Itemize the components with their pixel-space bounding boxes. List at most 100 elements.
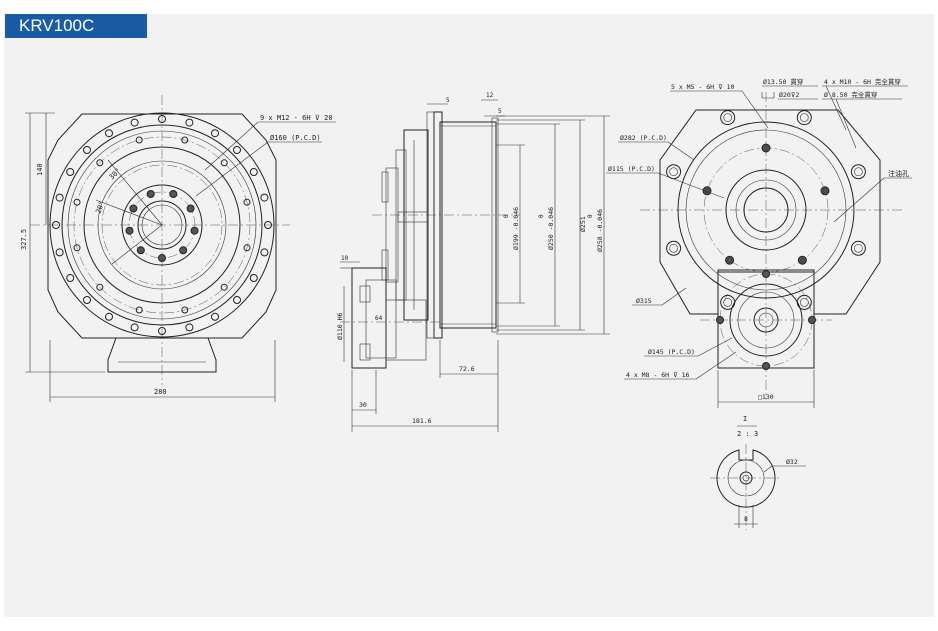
front-outer-hole bbox=[211, 129, 219, 138]
back-outer-hole bbox=[720, 110, 736, 126]
side-top-dim-1: 5 bbox=[446, 97, 450, 104]
back-inner-hole-bore bbox=[727, 257, 732, 263]
back-inner-hole bbox=[702, 186, 712, 196]
front-outer-hole bbox=[130, 323, 139, 332]
back-note-m10: 4 x M10 - 6H 完全貫穿 bbox=[824, 77, 901, 86]
back-inner-hole bbox=[797, 255, 807, 265]
side-bore: Ø110 H6 bbox=[336, 313, 344, 340]
front-pcd-label: Ø160 (P.C.D) bbox=[270, 134, 321, 142]
back-outer-hole bbox=[666, 164, 682, 180]
back-inner-hole bbox=[820, 186, 830, 196]
model-title: KRV100C bbox=[5, 14, 147, 38]
back-pcd-145: Ø145 (P.C.D) bbox=[648, 348, 695, 356]
back-outer-hole-bore bbox=[723, 113, 733, 122]
front-mid-hole bbox=[243, 198, 251, 206]
front-outer-hole bbox=[233, 146, 241, 154]
front-width-label: 280 bbox=[154, 388, 167, 396]
side-dia-250: Ø250 -0.046 bbox=[547, 207, 555, 250]
front-inner-hole bbox=[190, 226, 199, 235]
front-mid-hole bbox=[96, 283, 104, 291]
front-mid-hole bbox=[73, 198, 81, 206]
back-square-hole bbox=[716, 316, 724, 324]
side-top-dim-2: 12 bbox=[486, 92, 494, 99]
back-note-counterbore: Ø20⊽2 bbox=[779, 91, 799, 99]
detail-key: 8 bbox=[744, 515, 748, 523]
back-outer-hole-bore bbox=[669, 244, 678, 253]
front-outer-hole bbox=[260, 193, 269, 202]
front-mid-hole bbox=[220, 159, 228, 167]
back-inner-hole bbox=[725, 255, 735, 265]
front-outer-hole bbox=[249, 168, 258, 176]
front-outer-hole bbox=[83, 146, 91, 154]
front-outer-hole bbox=[158, 327, 166, 335]
side-len-total: 181.6 bbox=[412, 417, 432, 425]
back-note-thru: Ø13.50 貫穿 bbox=[763, 77, 803, 86]
back-outer-hole-bore bbox=[669, 167, 678, 176]
front-mid-hole bbox=[135, 136, 143, 144]
front-inner-hole bbox=[169, 190, 178, 198]
front-outer-holes bbox=[52, 115, 272, 335]
side-len-30: 30 bbox=[359, 401, 367, 409]
front-inner-holes bbox=[125, 190, 199, 262]
back-inner-hole-bore bbox=[763, 145, 769, 151]
front-outer-hole bbox=[260, 248, 269, 257]
front-mid-hole bbox=[181, 306, 189, 314]
back-square-hole bbox=[808, 316, 816, 324]
front-outer-hole bbox=[211, 312, 219, 321]
back-note-850: Ø 8.50 完全貫穿 bbox=[824, 90, 877, 99]
front-outer-hole bbox=[55, 193, 64, 202]
back-outer-hole bbox=[720, 294, 736, 310]
back-outer-hole bbox=[850, 240, 866, 256]
front-mid-hole bbox=[96, 159, 104, 167]
back-outer-hole-bore bbox=[723, 298, 733, 307]
front-outer-hole bbox=[233, 296, 241, 304]
front-mid-hole bbox=[243, 244, 251, 252]
front-outer-hole bbox=[158, 115, 166, 123]
back-note-m5: 5 x M5 - 6H ⊽ 10 bbox=[671, 83, 735, 91]
back-outer-hole-bore bbox=[799, 113, 809, 122]
side-dia-251: Ø251 bbox=[579, 216, 587, 232]
front-outer-hole bbox=[264, 221, 272, 229]
side-dia-258: Ø258 -0.046 bbox=[596, 209, 604, 252]
front-outer-hole bbox=[185, 118, 194, 127]
front-outer-hole bbox=[105, 129, 113, 138]
back-inner-hole-bore bbox=[800, 257, 805, 263]
front-mid-hole bbox=[220, 283, 228, 291]
back-square-hole bbox=[762, 362, 770, 370]
angle-a-label: 30° bbox=[108, 167, 123, 182]
front-mid-hole bbox=[135, 306, 143, 314]
front-inner-hole bbox=[158, 254, 166, 262]
back-pcd-115: Ø115 (P.C.D) bbox=[608, 165, 655, 173]
back-pcd-282: Ø282 (P.C.D) bbox=[620, 134, 667, 142]
front-inner-hole bbox=[129, 204, 138, 213]
detail-dia: Ø32 bbox=[786, 458, 798, 466]
back-grease-hole: 注油孔 bbox=[888, 169, 909, 178]
front-inner-hole bbox=[146, 190, 155, 198]
side-left-small: 10 bbox=[341, 255, 349, 262]
detail-label: I bbox=[743, 415, 747, 423]
back-view: 5 x M5 - 6H ⊽ 10 Ø13.50 貫穿 Ø20⊽2 4 x M10… bbox=[606, 77, 912, 408]
side-dia-199: Ø199 -0.046 bbox=[512, 207, 520, 250]
side-view: 5 12 5 Ø199 -0.046 0 Ø250 -0.046 0 Ø251 … bbox=[336, 92, 610, 432]
front-holes-note: 9 x M12 - 6H ⊽ 20 bbox=[260, 114, 333, 122]
back-outer-hole bbox=[850, 164, 866, 180]
front-outer-hole bbox=[105, 312, 113, 321]
back-square-holes bbox=[716, 270, 816, 370]
front-view: 30° 20° 9 x M12 - 6H ⊽ 20 Ø160 (P.C.D) 3… bbox=[20, 95, 336, 402]
front-outer-hole bbox=[55, 248, 64, 257]
front-inner-hole bbox=[136, 246, 145, 255]
back-outer-hole bbox=[666, 240, 682, 256]
side-top-dim-3: 5 bbox=[498, 108, 502, 115]
angle-b-label: 20° bbox=[94, 200, 106, 215]
front-outer-hole bbox=[83, 296, 91, 304]
back-inner-hole-bore bbox=[822, 188, 828, 194]
front-outer-hole bbox=[66, 168, 75, 176]
detail-view: I 2 : 3 Ø32 8 bbox=[710, 415, 806, 530]
back-outer-hole-bore bbox=[854, 244, 863, 253]
front-inner-hole bbox=[186, 204, 195, 213]
detail-scale: 2 : 3 bbox=[737, 430, 758, 438]
front-outer-hole bbox=[130, 118, 139, 127]
back-square-hole bbox=[762, 270, 770, 278]
